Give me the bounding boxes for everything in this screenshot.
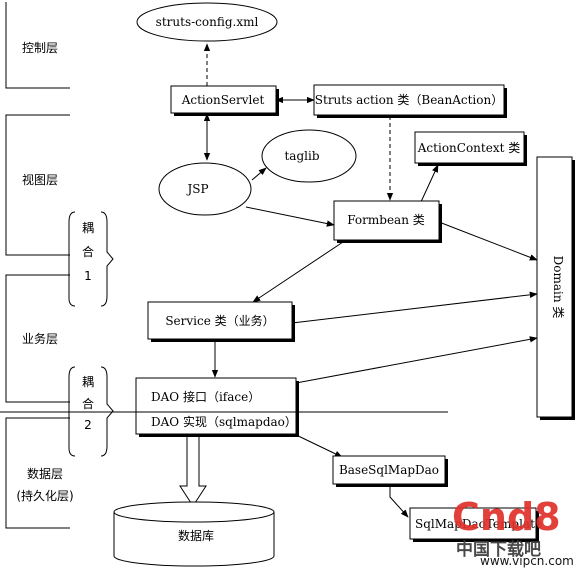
watermark-url: www.vipcn.com: [480, 554, 574, 568]
dao-impl-label: DAO 实现（sqlmapdao）: [151, 414, 297, 429]
coupling-2-char1: 耦: [82, 375, 94, 389]
database-top: [113, 501, 275, 523]
view-layer-bracket: [5, 114, 70, 256]
formbean-to-actioncontext-arrow: [419, 164, 439, 205]
struts-config-node: [136, 2, 278, 42]
business-layer-bracket: [5, 274, 70, 403]
control-layer-bracket: [5, 2, 70, 89]
domain-label: Domain 类: [551, 256, 565, 319]
formbean-to-service-arrow: [252, 241, 344, 303]
database-node: [113, 512, 275, 567]
sqlmap-label: SqlMapDaoTemplate: [415, 517, 542, 531]
formbean-node: [333, 200, 440, 241]
domain-node: [536, 156, 573, 418]
jsp-node: [158, 162, 252, 216]
coupling-1-number: 1: [84, 269, 92, 283]
jsp-label: JSP: [185, 182, 208, 196]
action-context-label: ActionContext 类: [417, 141, 520, 155]
data-layer-label: 数据层: [27, 466, 63, 481]
data-layer-sublabel: (持久化层): [16, 488, 73, 503]
dao-to-domain-arrow: [295, 336, 538, 384]
watermark-tagline: 中国下载吧: [456, 539, 541, 560]
coupling-2-number: 2: [84, 418, 92, 432]
watermark-logo: Cnd8 中国下载吧 www.vipcn.com: [452, 495, 574, 568]
service-node: [147, 301, 293, 340]
dao-iface-label: DAO 接口（iface）: [151, 389, 260, 404]
taglib-node: [261, 129, 357, 183]
coupling-2-char2: 合: [82, 396, 94, 411]
base-sqlmapdao-label: BaseSqlMapDao: [339, 463, 439, 477]
dao-node: [135, 377, 297, 435]
coupling-1-char2: 合: [82, 244, 94, 259]
base-sqlmapdao-node: [332, 455, 446, 485]
coupling-1-bracket: [68, 211, 76, 307]
struts-action-node: [313, 84, 505, 116]
struts-config-label: struts-config.xml: [156, 15, 259, 29]
taglib-label: taglib: [284, 149, 319, 163]
action-context-node: [414, 131, 525, 164]
watermark-brand: Cnd8: [452, 495, 561, 539]
service-to-domain-arrow: [291, 291, 538, 324]
jsp-to-formbean-arrow: [245, 206, 335, 227]
basesqlmapdao-to-sqlmap-arrow: [389, 484, 409, 518]
service-label: Service 类（业务）: [165, 313, 274, 328]
data-layer-bracket: [5, 417, 70, 529]
struts-action-label: Struts action 类（BeanAction）: [315, 93, 503, 107]
database-label: 数据库: [178, 528, 214, 543]
formbean-label: Formbean 类: [347, 213, 425, 227]
formbean-to-domain-arrow: [438, 221, 538, 261]
coupling-2-brace: [100, 366, 114, 457]
view-layer-label: 视图层: [22, 172, 58, 187]
business-layer-label: 业务层: [22, 331, 58, 346]
action-servlet-label: ActionServlet: [181, 93, 265, 107]
coupling-1-brace: [100, 211, 114, 307]
dao-to-database-arrow: [179, 436, 207, 507]
action-servlet-node: [170, 85, 277, 114]
sqlmap-node: [409, 507, 537, 540]
jsp-to-taglib-arrow: [251, 167, 267, 181]
coupling-1-char1: 耦: [82, 221, 94, 235]
control-layer-label: 控制层: [22, 41, 58, 55]
